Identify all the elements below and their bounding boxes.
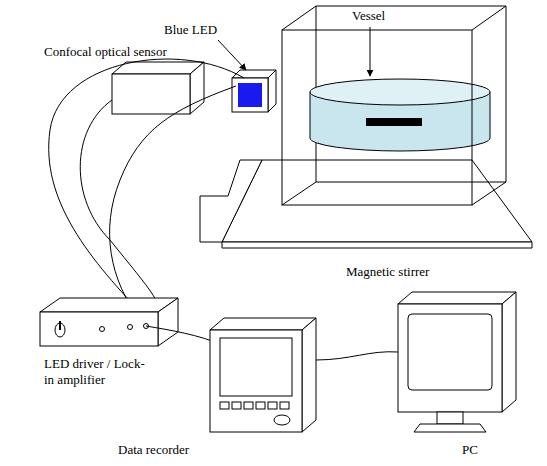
stir-bar [366,118,422,126]
part-label: LED driver / Lock-in amplifier [44,356,154,388]
led-holder [232,78,268,112]
pc-monitor [398,304,502,412]
sensor-stand [200,160,262,242]
cable [316,352,398,360]
cable [80,100,160,322]
cable [110,86,236,320]
data-recorder [210,330,302,432]
recorder-buttons [220,402,290,425]
lockin-amplifier [40,312,158,346]
blue-led [238,83,262,107]
cable [49,59,244,320]
part-label: Vessel [352,8,385,24]
leader-arrow [370,27,371,76]
part-label: PC [462,442,478,458]
part-label: Blue LED [164,22,217,38]
part-label: Confocal optical sensor [44,44,167,60]
part-label: Magnetic stirrer [346,264,429,280]
confocal-sensor [112,74,190,114]
leader-arrow [218,40,246,70]
part-label: Data recorder [118,442,189,458]
stirrer-top [222,160,532,242]
